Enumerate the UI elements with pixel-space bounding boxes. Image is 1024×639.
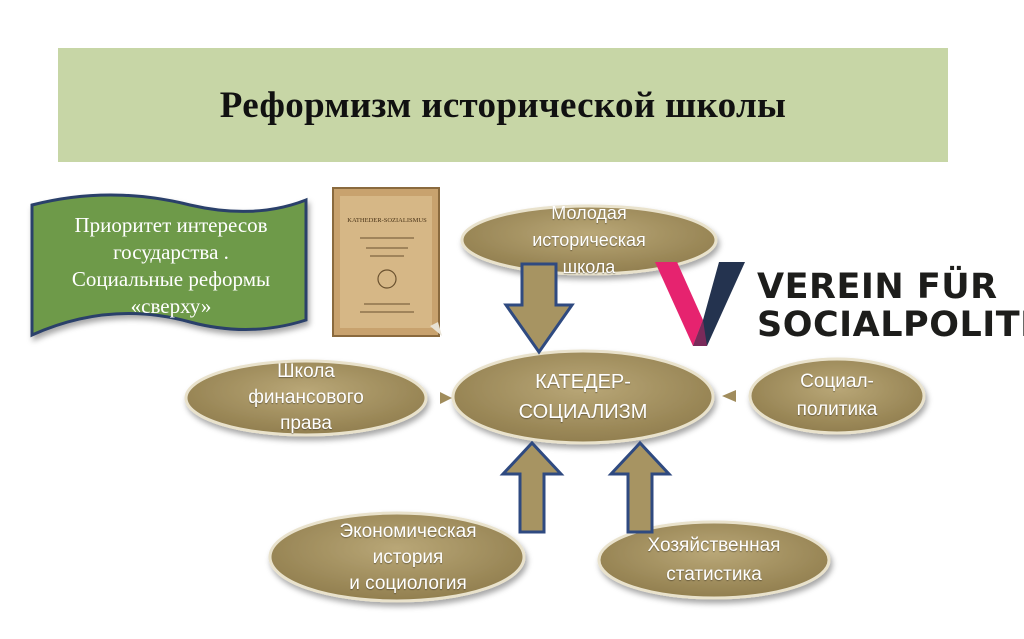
label-line: Хозяйственная [647,535,781,556]
label-line: КАТЕДЕР- [535,371,631,393]
label-line: школа [562,256,616,277]
banner-line: государства . [113,240,229,264]
priority-banner [30,193,308,338]
label-line: статистика [666,564,762,585]
slide-title: Реформизм исторической школы [219,84,787,126]
connector-left-to-center [428,392,452,404]
label-line: Экономическая [339,521,477,542]
arrow-up-from-bottom-right [607,440,673,534]
logo-wordmark: VEREIN FÜR SOCIALPOLITIK [757,268,1024,344]
label-line: права [280,413,332,434]
connector-right-to-center [722,390,748,402]
label-financial-law-school: Школа финансового права [186,350,426,446]
label-line: историческая [532,229,646,250]
label-line: Молодая [551,202,627,223]
label-line: Школа [277,361,335,382]
node-financial-law-school [184,359,428,437]
label-katheder-socialism: КАТЕДЕР- СОЦИАЛИЗМ [453,365,713,429]
logo-line-1: VEREIN FÜR [757,267,998,307]
label-social-policy: Социал- политика [750,366,924,426]
arrow-up-from-bottom-left [499,440,565,534]
node-young-historical-school [460,204,718,276]
label-line: и социология [349,573,467,594]
node-economic-history [268,511,526,603]
node-katheder-socialism [451,349,715,445]
node-economic-statistics [597,520,831,600]
label-line: финансового [248,387,364,408]
label-line: Социал- [800,371,874,392]
label-line: история [372,547,444,568]
logo-line-2: SOCIALPOLITIK [757,305,1024,345]
arrow-down-from-top [503,262,575,355]
title-band: Реформизм исторической школы [58,48,948,162]
book-image: KATHEDER-SOZIALISMUS [332,187,442,337]
banner-line: Социальные реформы [71,267,271,291]
banner-line: Приоритет интересов [74,213,268,237]
label-line: СОЦИАЛИЗМ [518,401,648,423]
v-logo-icon [655,262,745,346]
book-cover-title: KATHEDER-SOZIALISMUS [347,217,427,224]
banner-line: «сверху» [130,294,212,318]
label-economic-history: Экономическая история и социология [290,515,526,601]
banner-text: Приоритет интересов государства . Социал… [40,212,302,320]
label-young-historical-school: Молодая историческая школа [462,196,716,284]
node-social-policy [748,357,926,435]
label-economic-statistics: Хозяйственная статистика [600,530,828,590]
label-line: политика [796,399,878,420]
